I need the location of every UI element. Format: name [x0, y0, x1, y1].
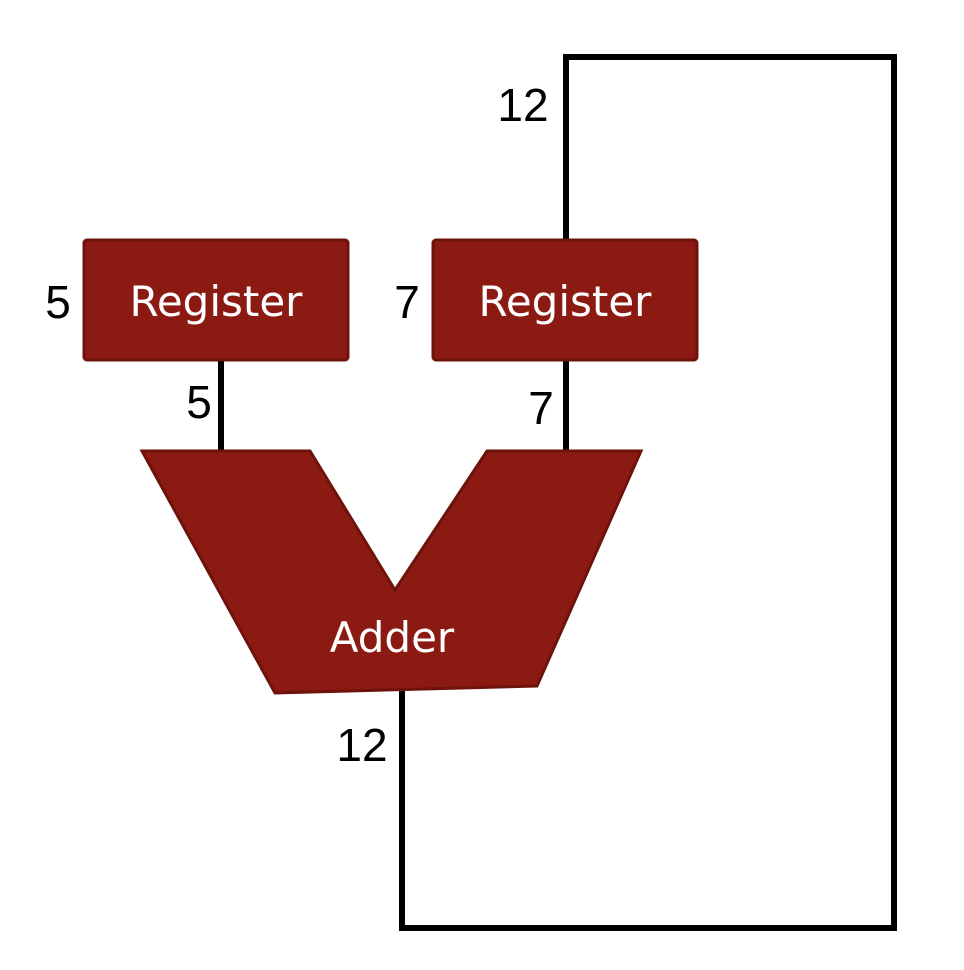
adder-body: [139, 449, 644, 695]
register-right: Register: [431, 238, 699, 362]
register-left-input-width: 5: [45, 276, 71, 328]
register-left-label: Register: [130, 277, 304, 326]
feedback-width: 12: [497, 79, 548, 131]
adder-label: Adder: [330, 613, 455, 662]
register-left: Register: [82, 238, 350, 362]
register-left-body: [82, 238, 350, 362]
register-right-output-width: 7: [528, 382, 554, 434]
adder-output-width: 12: [336, 719, 387, 771]
register-right-input-width: 7: [394, 276, 420, 328]
register-left-output-width: 5: [186, 376, 212, 428]
register-right-label: Register: [479, 277, 653, 326]
register-right-body: [431, 238, 699, 362]
adder: Adder: [139, 449, 644, 695]
